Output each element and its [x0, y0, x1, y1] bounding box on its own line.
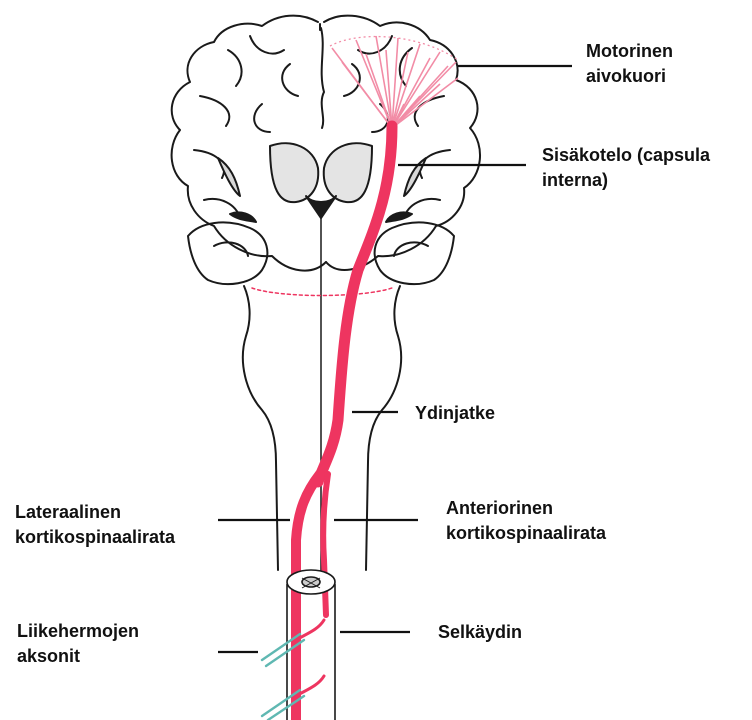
anterior-tract — [323, 474, 328, 615]
cortex-fiber-fan — [330, 36, 458, 128]
label-motor-axons: Liikehermojen aksonit — [17, 619, 139, 669]
label-medulla: Ydinjatke — [415, 401, 495, 426]
right-hemisphere — [324, 16, 480, 270]
label-internal-capsule: Sisäkotelo (capsula interna) — [542, 143, 710, 193]
left-hemisphere — [172, 16, 326, 271]
label-anterior-tract: Anteriorinen kortikospinaalirata — [446, 496, 606, 546]
label-spinal-cord: Selkäydin — [438, 620, 522, 645]
label-motor-cortex: Motorinen aivokuori — [586, 39, 673, 89]
label-lateral-tract: Lateraalinen kortikospinaalirata — [15, 500, 175, 550]
